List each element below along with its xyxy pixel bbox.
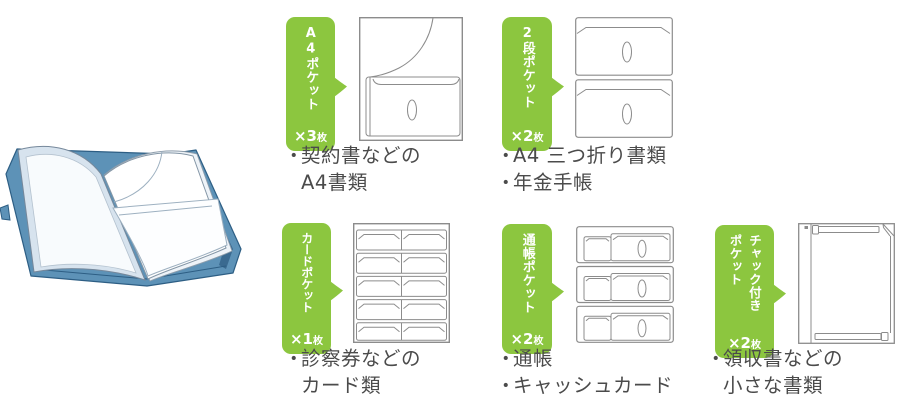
callout-label-text: A4ポケット [303, 26, 319, 111]
bankbook-pocket-callout: 通帳ポケット ×2枚 [502, 224, 564, 354]
callout-tail-icon [551, 76, 564, 97]
zipper-pocket-label: チャック付き ポケット [725, 234, 764, 312]
bankbook-pocket-diagram [576, 226, 674, 343]
open-binder-illustration [0, 145, 242, 287]
callout-label-text: ポケット [727, 234, 743, 286]
note-line: ・ 領収書などの [706, 347, 844, 370]
note-line: ・ 年金手帳 [496, 171, 594, 194]
two-tier-pocket-notes: ・ A4 三つ折り書類 ・ 年金手帳 [496, 142, 666, 196]
two-tier-pocket-count: ×2枚 [510, 127, 544, 145]
a4-pocket-label: A4ポケット [303, 26, 319, 111]
a4-pocket-count: ×3枚 [293, 127, 327, 145]
a4-pocket-callout: A4ポケット ×3枚 [286, 17, 347, 151]
callout-tail-icon [773, 284, 786, 305]
note-line: ・ 通帳 [496, 347, 554, 370]
note-line: 小さな書類 [723, 374, 824, 397]
callout-label-text: チャック付き [746, 234, 762, 312]
card-pocket-label: カードポケット [299, 232, 314, 313]
note-line: カード類 [301, 374, 382, 397]
zipper-pocket-notes: ・ 領収書などの 小さな書類 [706, 345, 843, 399]
callout-tail-icon [334, 76, 347, 97]
card-pocket-count: ×1枚 [289, 330, 323, 348]
callout-tail-icon [330, 281, 343, 302]
zipper-pocket-count: ×2枚 [727, 334, 761, 352]
zippered-pocket-diagram [798, 223, 895, 344]
callout-label-text: 2段ポケット [519, 26, 535, 109]
zipper-pocket-callout: チャック付き ポケット ×2枚 [715, 225, 786, 358]
card-pocket-grid-diagram [353, 223, 450, 343]
note-line: ・ A4 三つ折り書類 [496, 144, 667, 167]
callout-label-text: カードポケット [299, 232, 314, 313]
two-tier-pocket-callout: 2段ポケット ×2枚 [502, 17, 564, 151]
bankbook-pocket-notes: ・ 通帳 ・ キャッシュカード [496, 345, 673, 399]
note-line: ・ 契約書などの [284, 144, 422, 167]
two-tier-pocket-label: 2段ポケット [519, 26, 535, 109]
bankbook-pocket-count: ×2枚 [510, 330, 544, 348]
note-line: A4書類 [301, 171, 368, 194]
callout-tail-icon [551, 281, 564, 302]
callout-label-text: 通帳ポケット [519, 233, 535, 314]
bankbook-pocket-label: 通帳ポケット [519, 233, 535, 314]
a4-pocket-notes: ・ 契約書などの A4書類 [284, 142, 421, 196]
note-line: ・ キャッシュカード [496, 374, 674, 397]
two-tier-pocket-diagram [575, 17, 673, 138]
card-pocket-callout: カードポケット ×1枚 [282, 223, 343, 354]
note-line: ・ 診察券などの [284, 347, 422, 370]
card-pocket-notes: ・ 診察券などの カード類 [284, 345, 421, 399]
a4-pocket-diagram [359, 17, 463, 141]
